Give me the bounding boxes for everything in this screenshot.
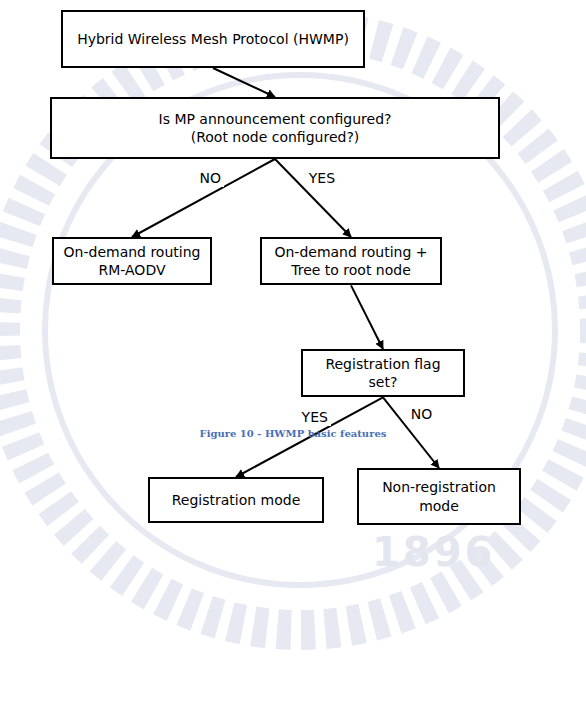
box-text: On-demand routing RM-AODV [62, 243, 202, 279]
flow-arrow [383, 397, 439, 468]
process-box: On-demand routing RM-AODV [52, 237, 212, 285]
box-text: Non-registration mode [369, 478, 509, 514]
flow-arrow [213, 68, 275, 97]
figure-caption: Figure 10 - HWMP basic features [200, 428, 387, 439]
edge-label: NO [408, 406, 436, 423]
process-box: Non-registration mode [357, 468, 521, 525]
box-text: Is MP announcement configured? (Root nod… [143, 110, 408, 146]
watermark-text: 1896 [372, 529, 495, 575]
decision-box: Is MP announcement configured? (Root nod… [50, 97, 500, 159]
flow-arrow [351, 285, 383, 349]
box-text: On-demand routing + Tree to root node [270, 243, 432, 279]
box-text: Registration mode [172, 491, 301, 509]
flow-arrow [275, 159, 351, 237]
box-text: Hybrid Wireless Mesh Protocol (HWMP) [77, 30, 349, 48]
edge-label: YES [306, 170, 338, 187]
edge-label: YES [299, 409, 331, 426]
box-text: Registration flag set? [311, 355, 455, 391]
watermark-ring [0, 30, 586, 630]
process-box: On-demand routing + Tree to root node [260, 237, 442, 285]
decision-box: Registration flag set? [301, 349, 465, 397]
flow-arrow [132, 159, 275, 237]
process-box: Hybrid Wireless Mesh Protocol (HWMP) [61, 10, 365, 68]
edge-label: NO [197, 170, 225, 187]
watermark-ring [45, 75, 555, 585]
process-box: Registration mode [148, 477, 324, 523]
